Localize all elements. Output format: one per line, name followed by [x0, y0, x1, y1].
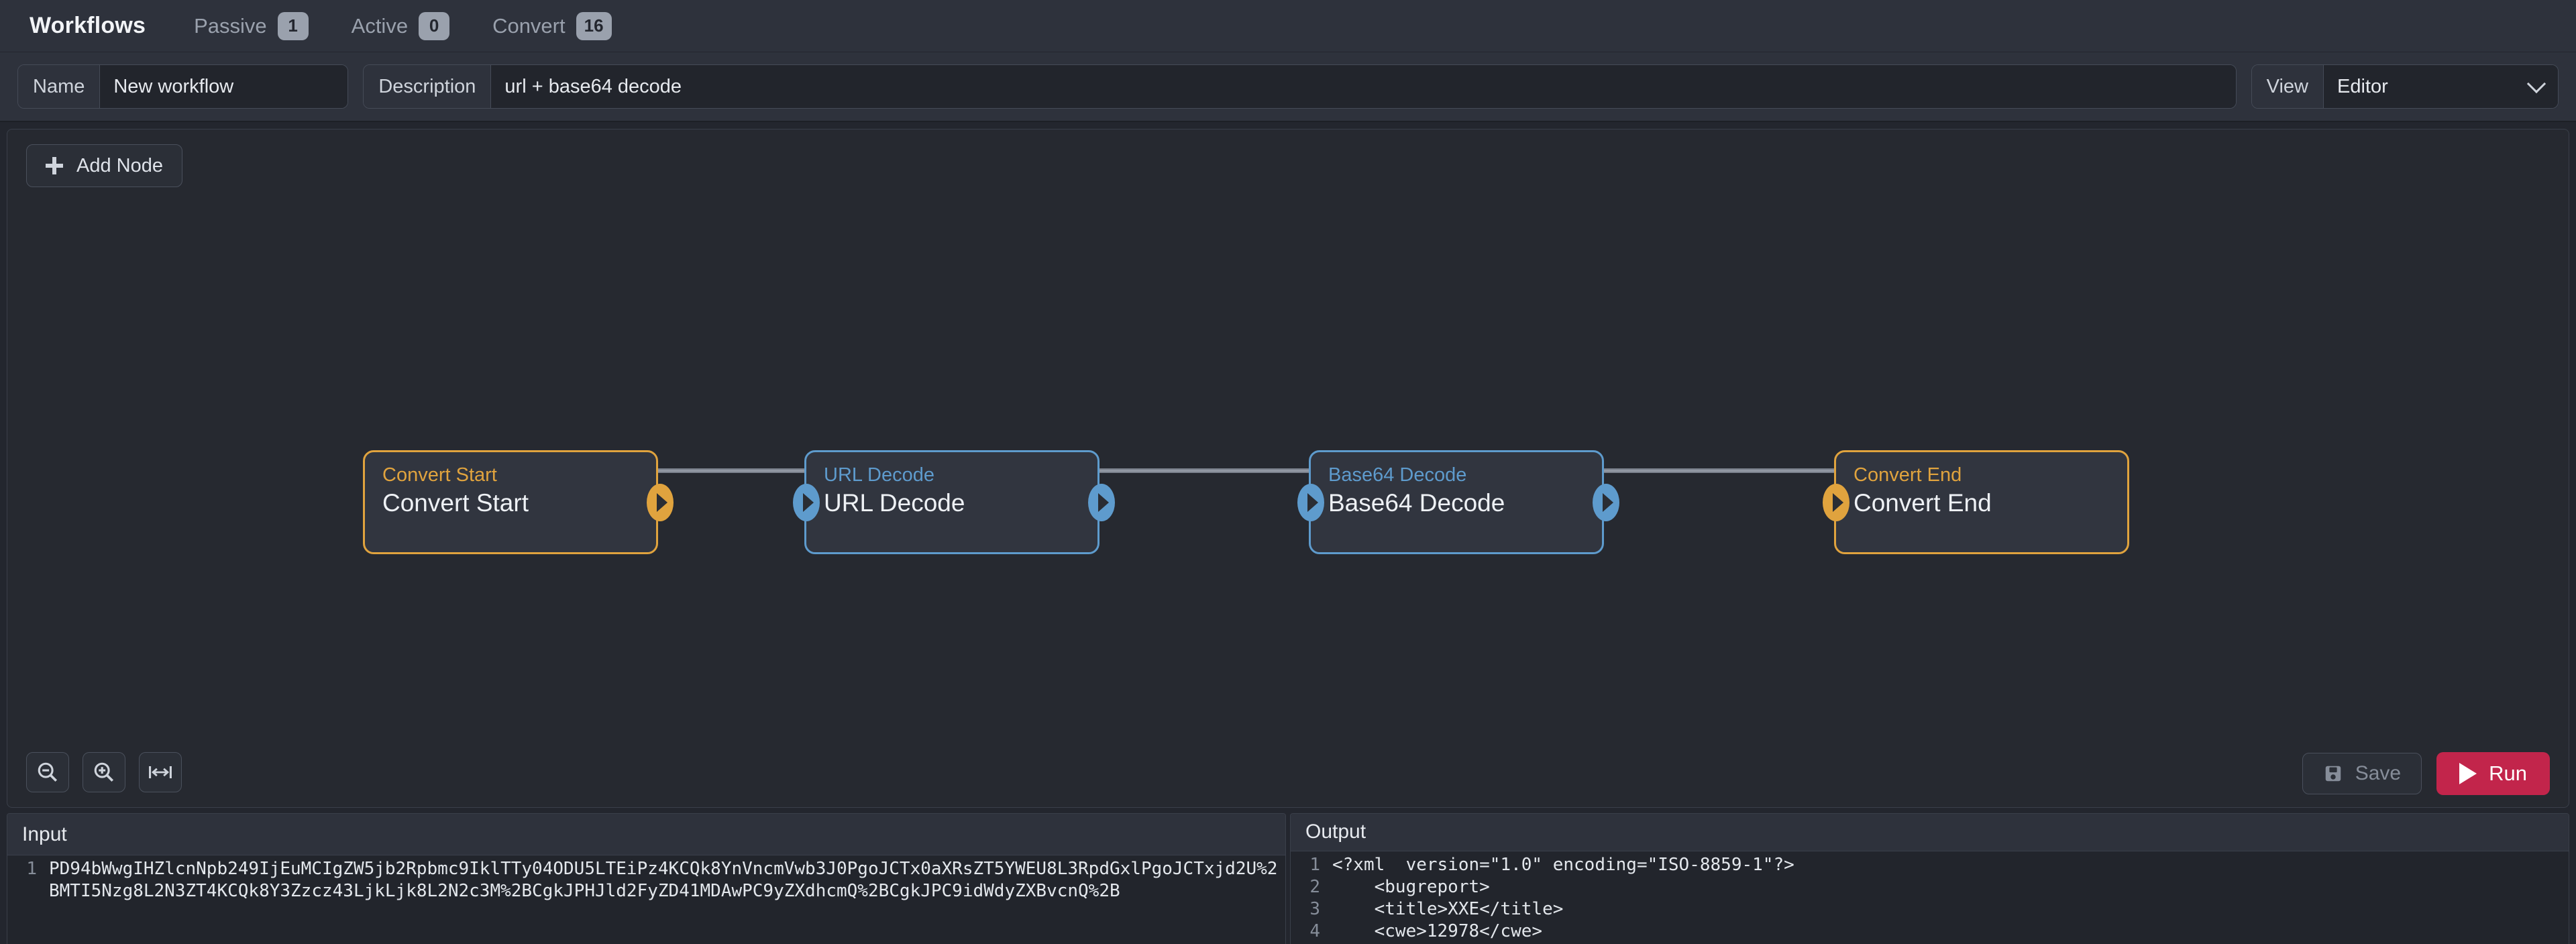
canvas-action-buttons: Save Run — [2302, 752, 2550, 795]
tab-convert[interactable]: Convert 16 — [492, 12, 611, 40]
view-select-value: Editor — [2324, 76, 2402, 98]
port-output-url-decode[interactable] — [1087, 482, 1116, 523]
code-line: 3 <title>XXE</title> — [1291, 898, 2569, 921]
zoom-in-icon — [93, 761, 115, 784]
input-code-area[interactable]: 1PD94bWwgIHZlcnNpb249IjEuMCIgZW5jb2Rpbmc… — [7, 855, 1285, 944]
node-convert-start-type: Convert Start — [382, 464, 639, 486]
tab-passive-label: Passive — [194, 14, 267, 38]
chevron-down-icon — [2527, 74, 2546, 93]
zoom-in-button[interactable] — [83, 752, 125, 792]
node-url-decode-title: URL Decode — [824, 489, 1080, 517]
line-number: 4 — [1291, 921, 1332, 943]
description-label: Description — [364, 65, 490, 108]
tab-active[interactable]: Active 0 — [352, 12, 449, 40]
code-line-text: PD94bWwgIHZlcnNpb249IjEuMCIgZW5jb2Rpbmc9… — [49, 858, 1285, 902]
add-node-button[interactable]: Add Node — [26, 144, 182, 187]
output-pane-title: Output — [1291, 814, 2569, 851]
tab-passive[interactable]: Passive 1 — [194, 12, 309, 40]
workflow-canvas[interactable]: Add Node Convert Start Convert Start URL… — [7, 129, 2569, 808]
output-code-area[interactable]: 1<?xml version="1.0" encoding="ISO-8859-… — [1291, 851, 2569, 944]
view-label: View — [2252, 65, 2323, 108]
run-label: Run — [2489, 762, 2527, 786]
port-input-base64-decode[interactable] — [1296, 482, 1326, 523]
view-field-group: View Editor — [2251, 64, 2559, 109]
edge-url-to-base64 — [1097, 468, 1312, 473]
code-line: 1<?xml version="1.0" encoding="ISO-8859-… — [1291, 854, 2569, 876]
plus-icon — [46, 157, 63, 174]
node-url-decode-type: URL Decode — [824, 464, 1080, 486]
tab-passive-badge: 1 — [278, 12, 309, 40]
code-line-text: <?xml version="1.0" encoding="ISO-8859-1… — [1332, 854, 2569, 876]
input-pane-title: Input — [7, 814, 1285, 855]
code-line: 2 <bugreport> — [1291, 876, 2569, 898]
name-field-group: Name — [17, 64, 348, 109]
line-number: 2 — [1291, 876, 1332, 898]
tab-active-badge: 0 — [419, 12, 449, 40]
edge-start-to-url — [657, 468, 807, 473]
code-line: 1PD94bWwgIHZlcnNpb249IjEuMCIgZW5jb2Rpbmc… — [7, 858, 1285, 902]
zoom-out-icon — [36, 761, 59, 784]
node-base64-decode-type: Base64 Decode — [1328, 464, 1585, 486]
zoom-out-button[interactable] — [26, 752, 69, 792]
port-output-base64-decode[interactable] — [1591, 482, 1621, 523]
line-number: 1 — [7, 858, 49, 880]
play-icon — [2459, 763, 2477, 784]
node-base64-decode-title: Base64 Decode — [1328, 489, 1585, 517]
top-tab-bar: Workflows Passive 1 Active 0 Convert 16 — [0, 0, 2576, 52]
workflow-description-input[interactable] — [490, 65, 2235, 108]
tab-convert-label: Convert — [492, 14, 566, 38]
line-number: 3 — [1291, 898, 1332, 921]
node-convert-end-type: Convert End — [1854, 464, 2110, 486]
port-input-url-decode[interactable] — [792, 482, 821, 523]
workflow-name-input[interactable] — [99, 65, 347, 108]
code-line-text: <title>XXE</title> — [1332, 898, 2569, 921]
save-icon — [2323, 764, 2343, 784]
app-title: Workflows — [30, 13, 146, 39]
io-row: Input 1PD94bWwgIHZlcnNpb249IjEuMCIgZW5jb… — [7, 813, 2569, 944]
port-output-convert-start[interactable] — [645, 482, 675, 523]
node-convert-end-title: Convert End — [1854, 489, 2110, 517]
canvas-zoom-toolbar — [26, 752, 182, 792]
fit-to-width-button[interactable] — [139, 752, 182, 792]
name-label: Name — [18, 65, 99, 108]
node-convert-start[interactable]: Convert Start Convert Start — [363, 450, 658, 554]
input-pane: Input 1PD94bWwgIHZlcnNpb249IjEuMCIgZW5jb… — [7, 813, 1286, 944]
description-field-group: Description — [363, 64, 2236, 109]
save-label: Save — [2355, 762, 2401, 785]
line-number: 1 — [1291, 854, 1332, 876]
node-convert-start-title: Convert Start — [382, 489, 639, 517]
save-button[interactable]: Save — [2302, 753, 2422, 794]
add-node-label: Add Node — [76, 155, 163, 177]
output-pane: Output 1<?xml version="1.0" encoding="IS… — [1290, 813, 2569, 944]
run-button[interactable]: Run — [2436, 752, 2550, 795]
code-line-text: <cwe>12978</cwe> — [1332, 921, 2569, 943]
node-url-decode[interactable]: URL Decode URL Decode — [804, 450, 1099, 554]
code-line-text: <bugreport> — [1332, 876, 2569, 898]
code-line: 4 <cwe>12978</cwe> — [1291, 921, 2569, 943]
view-select[interactable]: Editor — [2323, 65, 2558, 108]
node-base64-decode[interactable]: Base64 Decode Base64 Decode — [1309, 450, 1604, 554]
workflow-meta-bar: Name Description View Editor — [0, 52, 2576, 122]
fit-to-width-icon — [148, 762, 172, 782]
tab-active-label: Active — [352, 14, 408, 38]
port-input-convert-end[interactable] — [1821, 482, 1851, 523]
edge-base64-to-end — [1601, 468, 1839, 473]
tab-convert-badge: 16 — [576, 12, 612, 40]
node-convert-end[interactable]: Convert End Convert End — [1834, 450, 2129, 554]
